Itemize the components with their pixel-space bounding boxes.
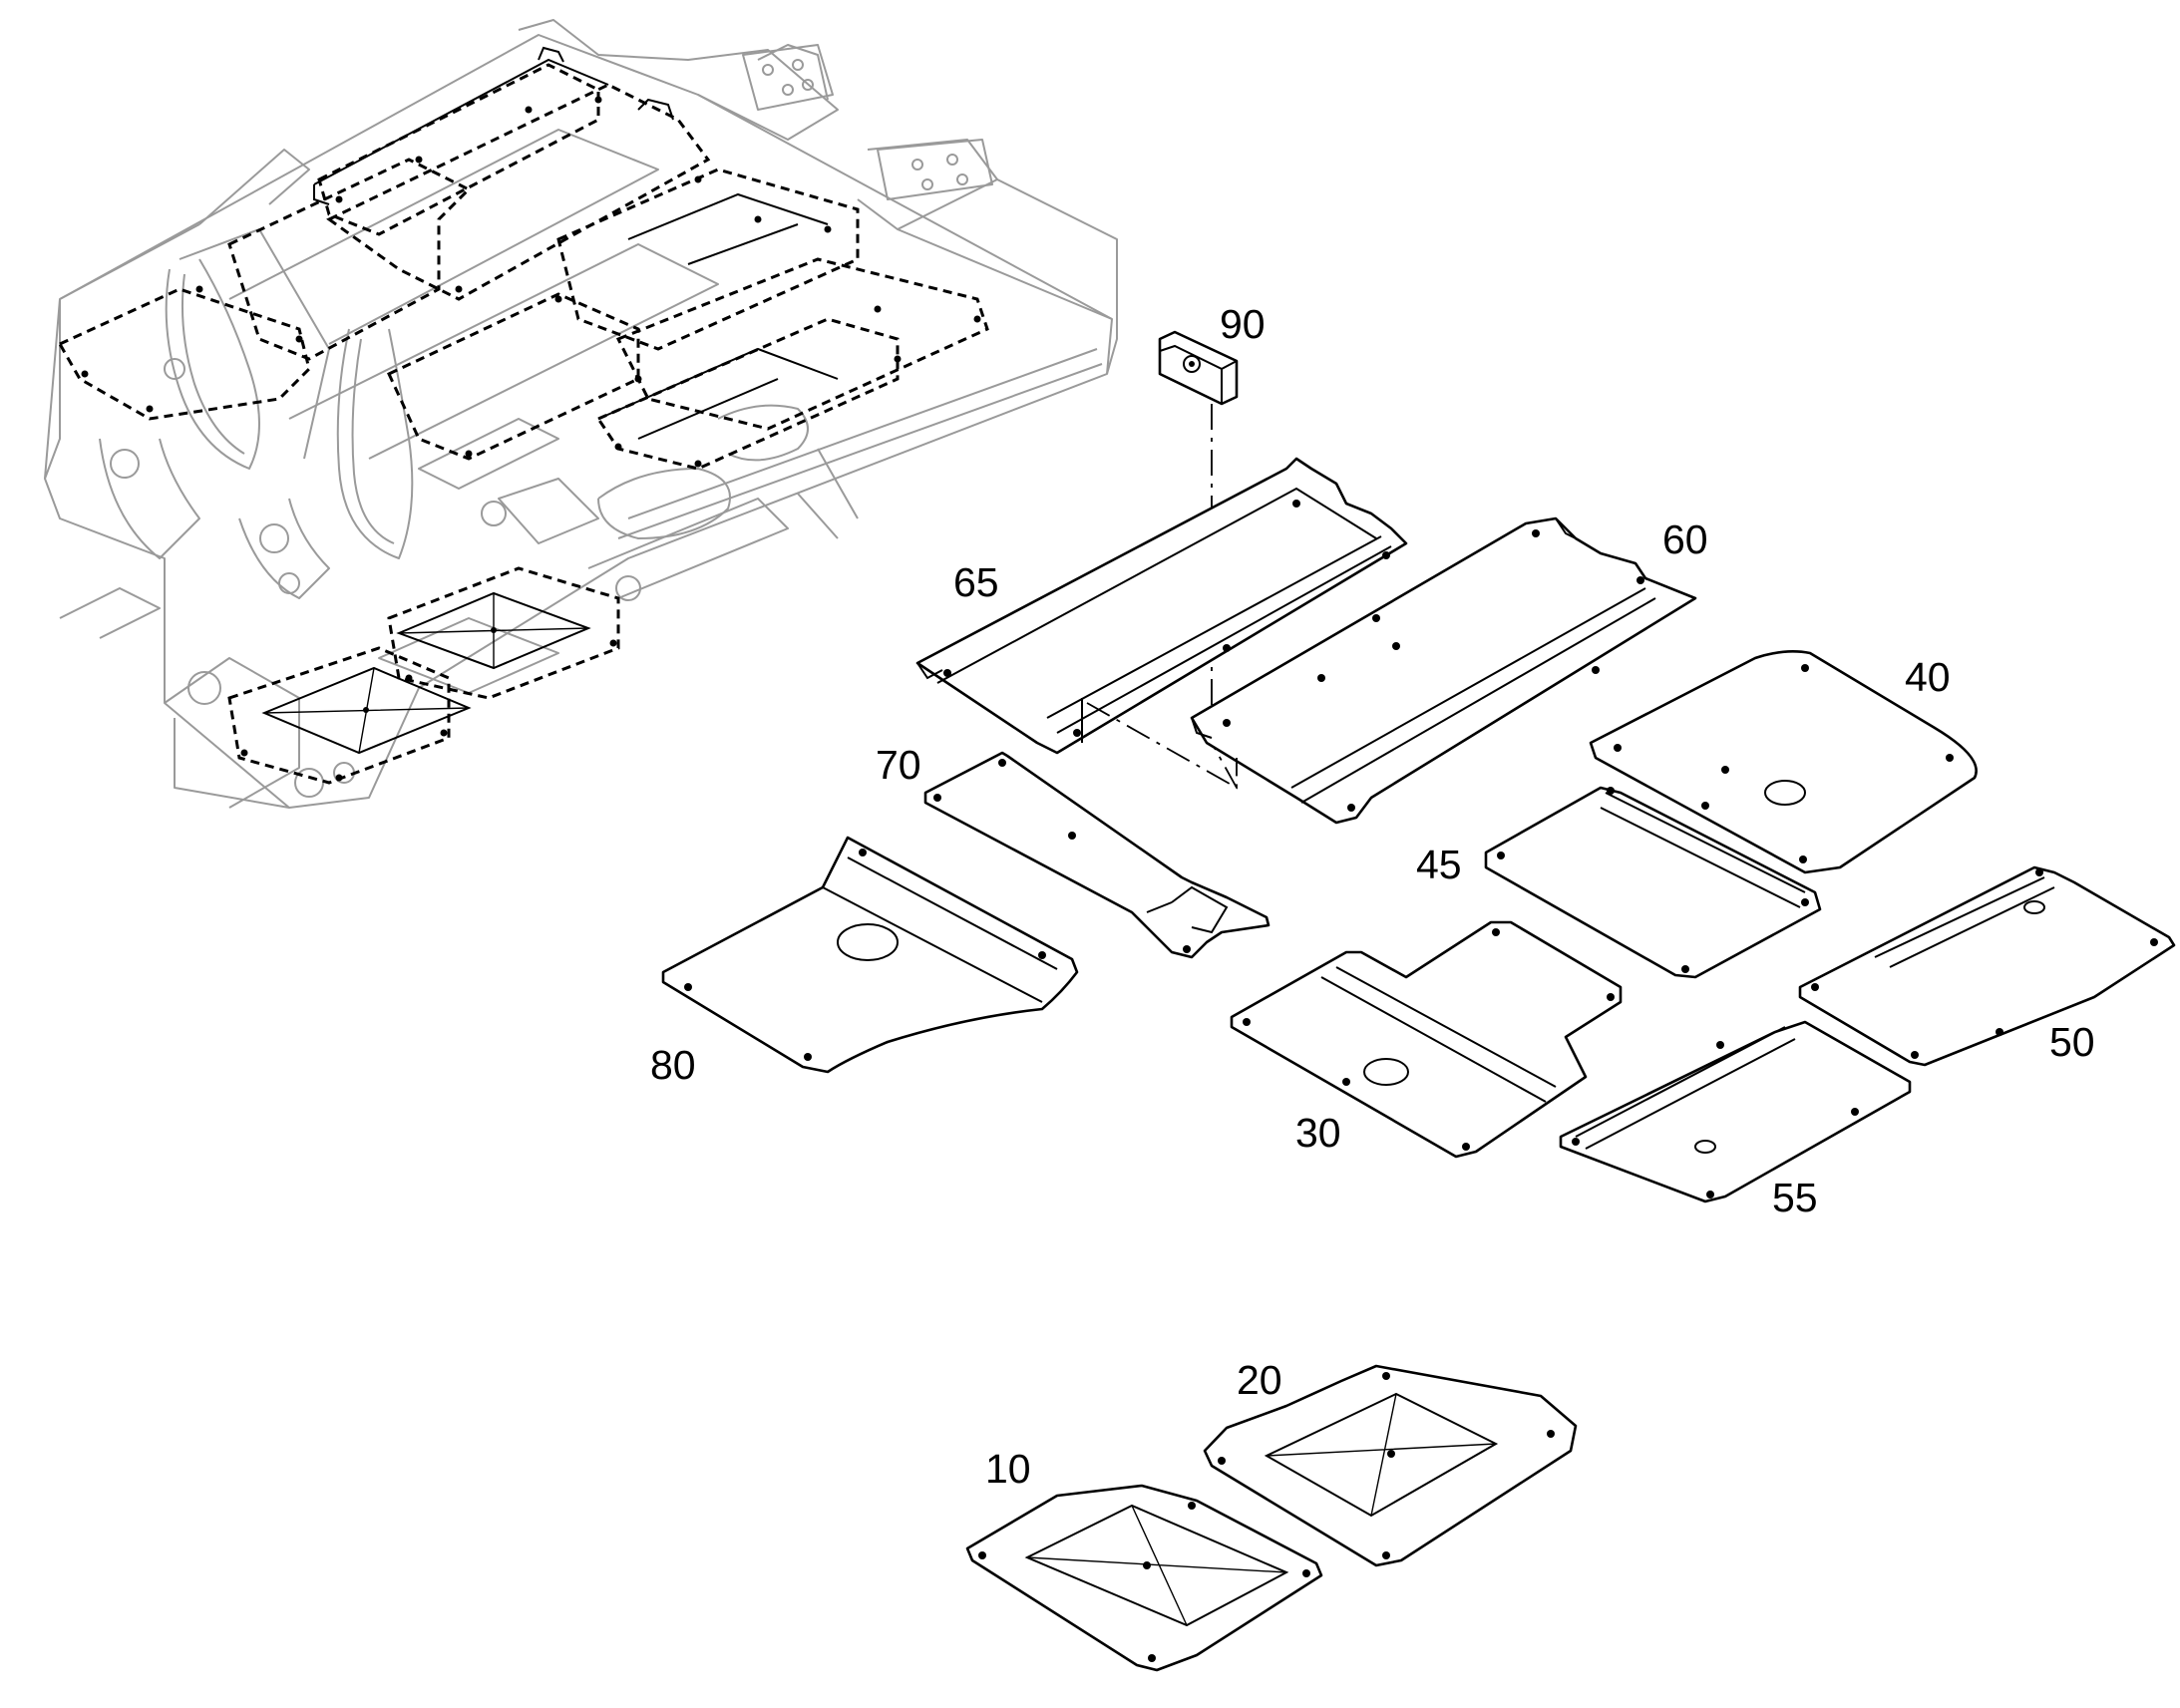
callout-60: 60 — [1662, 516, 1708, 562]
callout-45: 45 — [1416, 842, 1462, 887]
callout-55: 55 — [1772, 1175, 1818, 1220]
part-45-plate — [1484, 786, 1822, 979]
callout-10: 10 — [985, 1446, 1031, 1492]
callout-80: 80 — [650, 1042, 696, 1088]
part-65-plate — [915, 457, 1408, 755]
part-80-plate — [661, 836, 1079, 1074]
callout-30: 30 — [1295, 1110, 1341, 1156]
callout-20: 20 — [1237, 1357, 1282, 1403]
upper-frame-assembly — [44, 19, 1118, 809]
callout-50: 50 — [2049, 1019, 2095, 1065]
part-10-floor-mat — [965, 1484, 1323, 1672]
part-30-plate — [1230, 920, 1623, 1159]
part-50-plate — [1798, 865, 2176, 1067]
part-20-floor-mat — [1203, 1364, 1578, 1567]
callout-65: 65 — [953, 559, 999, 605]
callout-70: 70 — [876, 742, 921, 788]
assembly-chain-line — [1086, 702, 1238, 790]
part-40-plate — [1589, 650, 1978, 874]
part-70-plate — [923, 751, 1271, 959]
callout-40: 40 — [1905, 654, 1951, 700]
part-55-plate — [1559, 1020, 1912, 1203]
callout-90: 90 — [1220, 301, 1266, 347]
part-60-plate — [1190, 516, 1697, 825]
